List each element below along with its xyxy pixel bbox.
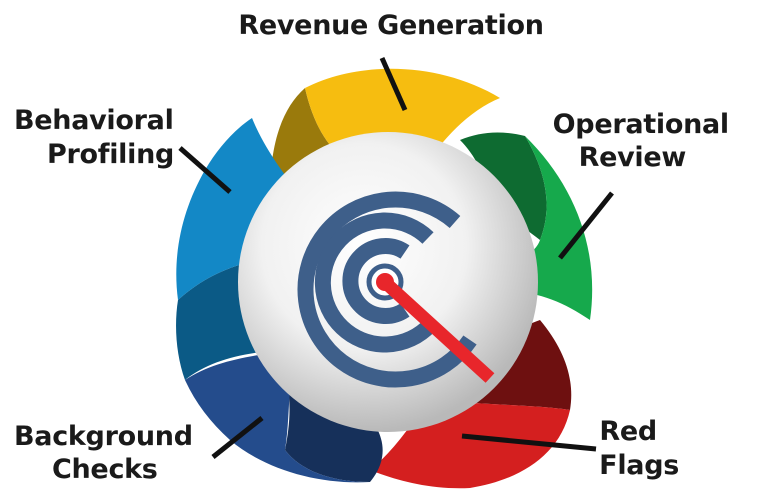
label-leader-lines [178,56,614,459]
center-logo [297,191,495,388]
segment-labels: Revenue Generation Operational Review Re… [14,10,738,485]
logo-middle-ring [314,212,436,353]
revenue-generation-blade [305,68,500,175]
behavioral-profiling-blade [176,118,300,300]
logo-outer-ring [297,191,477,388]
revenue-generation-leader [379,56,408,112]
behavioral-profiling-leader [178,146,232,194]
logo-inner-ring [342,238,410,324]
operational-review-leader [558,191,614,260]
red-flags-leader [461,433,597,452]
background-checks-label: Background Checks [14,421,202,485]
revenue-generation-label: Revenue Generation [238,10,543,41]
background-checks-blade [185,350,370,483]
behavioral-profiling-label: Behavioral Profiling [14,105,183,170]
logo-pointer-hub [376,273,394,291]
operational-review-label: Operational Review [553,109,738,173]
logo-pointer-needle [383,280,495,383]
background-checks-leader [211,416,264,459]
red-flags-label: Red Flags [599,416,679,481]
